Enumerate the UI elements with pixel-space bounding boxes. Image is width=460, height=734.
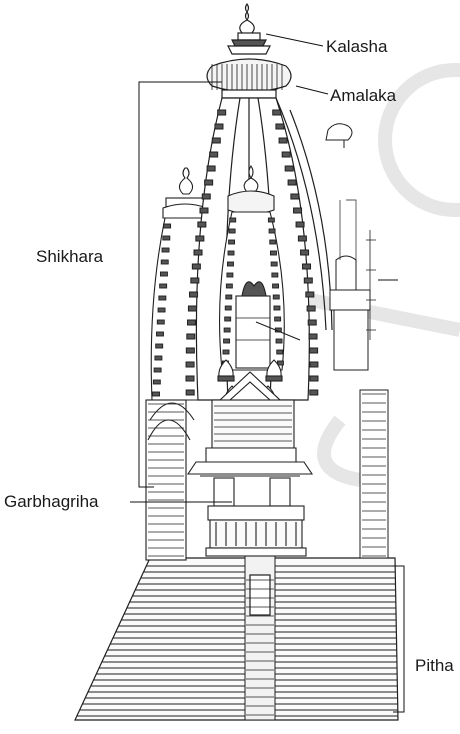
kalasha-leader: [266, 34, 323, 46]
kalasha-finial: [228, 4, 270, 54]
amalaka-disc: [207, 59, 291, 98]
label-shikhara: Shikhara: [36, 248, 103, 265]
label-pitha: Pitha: [415, 657, 454, 674]
amalaka-leader: [296, 86, 328, 94]
label-garbhagriha: Garbhagriha: [4, 493, 99, 510]
pitha-platform: [75, 555, 398, 720]
right-minor-spire: [326, 124, 388, 558]
label-kalasha: Kalasha: [326, 38, 387, 55]
label-amalaka: Amalaka: [330, 87, 396, 104]
